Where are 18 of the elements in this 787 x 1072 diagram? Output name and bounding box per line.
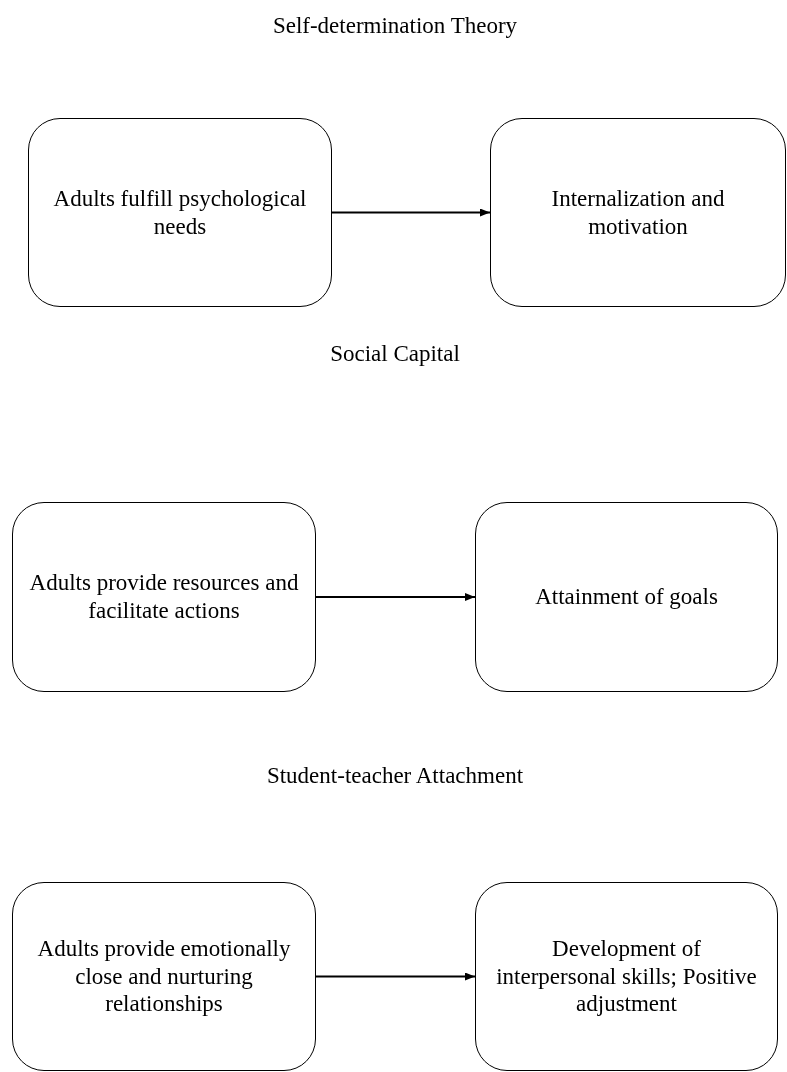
- box-text: Adults fulfill psychological needs: [52, 184, 308, 241]
- process-box: [28, 118, 332, 307]
- process-box: [475, 502, 778, 692]
- arrow: [315, 593, 476, 601]
- box-text: Attainment of goals: [535, 583, 718, 611]
- box-text: Adults provide emotionally close and nurturing relationships: [36, 935, 292, 1018]
- box-text: Internalization and motivation: [550, 184, 726, 241]
- section-heading: Student-teacher Attachment: [265, 762, 525, 790]
- arrow: [315, 972, 476, 981]
- process-box: [475, 882, 778, 1071]
- box-text: Adults provide resources and facilitate actions: [29, 569, 299, 625]
- arrow: [331, 208, 491, 217]
- process-box: [490, 118, 786, 307]
- section-heading: Self-determination Theory: [271, 12, 519, 40]
- section-heading: Social Capital: [329, 340, 461, 368]
- process-box: [12, 882, 316, 1071]
- process-box: [12, 502, 316, 692]
- box-text: Development of interpersonal skills; Positive adjustment: [495, 935, 758, 1018]
